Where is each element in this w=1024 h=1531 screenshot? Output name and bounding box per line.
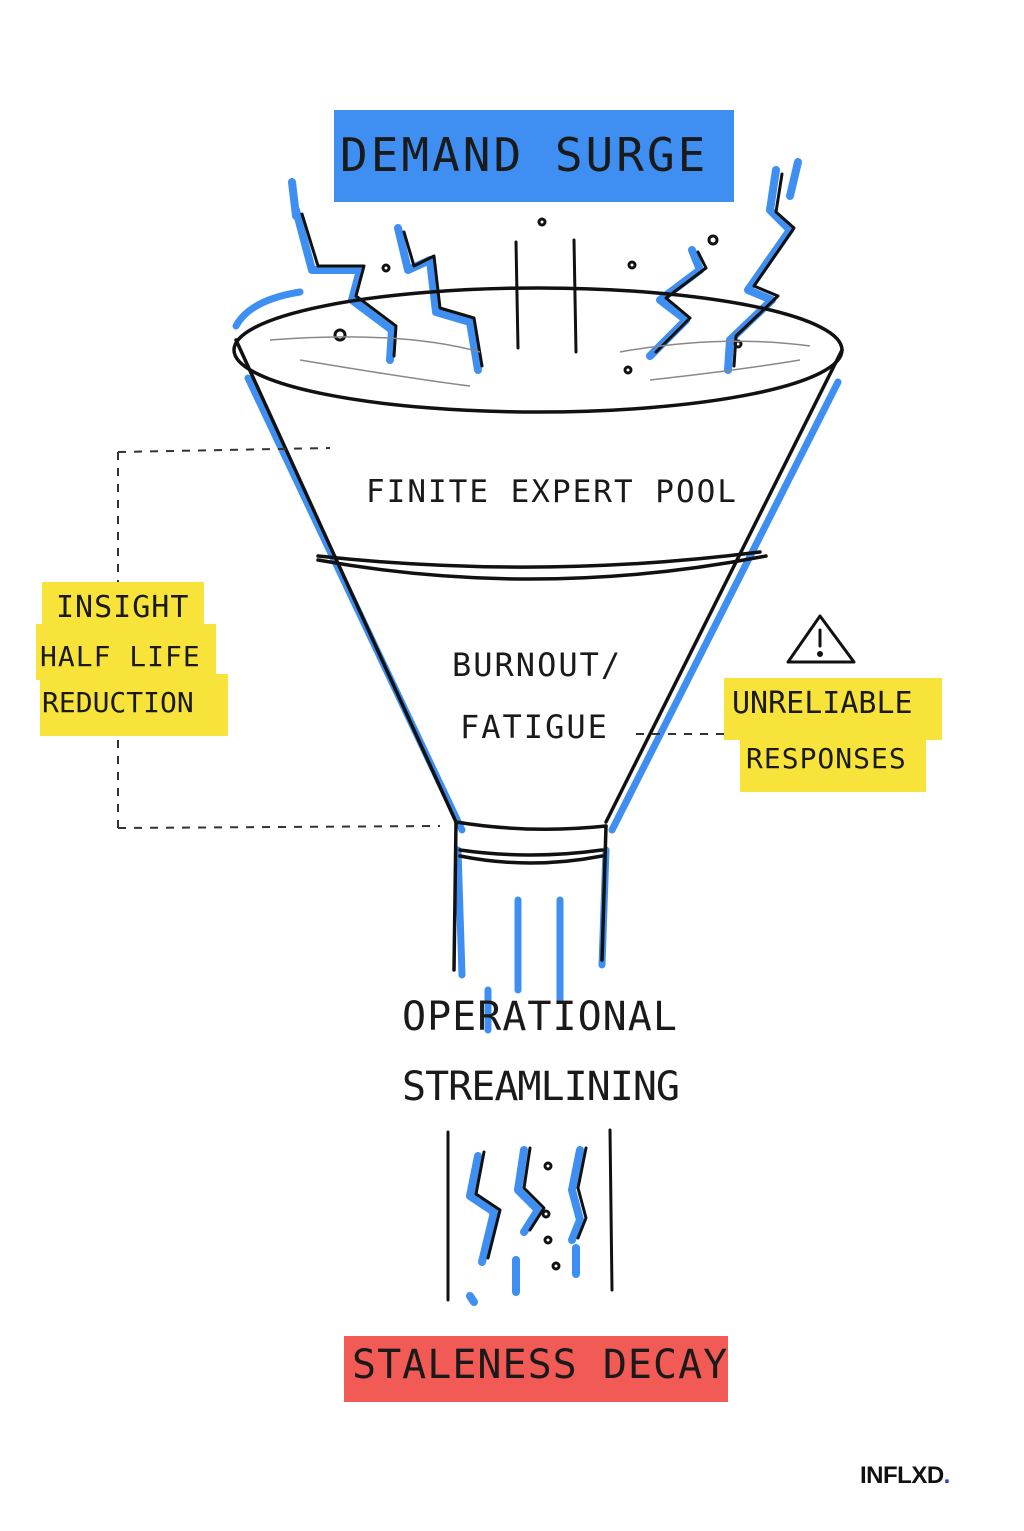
insight-note-line3: Reduction	[42, 686, 194, 719]
unreliable-note-line2: Responses	[746, 742, 907, 775]
demand-surge-highlight	[334, 110, 734, 202]
unreliable-note-highlight-2	[740, 734, 926, 792]
operational-label-line2: Streamlining	[402, 1064, 680, 1110]
brand-logo: INFLXD.	[860, 1462, 950, 1490]
insight-note-line2: Half Life	[40, 640, 201, 673]
unreliable-note-highlight-1	[724, 678, 942, 740]
staleness-decay-label: Staleness Decay	[352, 1342, 729, 1388]
insight-note-line1: Insight	[56, 590, 190, 625]
finite-expert-pool-label: Finite Expert Pool	[366, 474, 738, 510]
unreliable-note-line1: Unreliable	[732, 686, 913, 721]
insight-note-highlight-2	[36, 624, 216, 680]
staleness-decay-highlight	[344, 1336, 728, 1402]
brand-name: INFLXD	[860, 1462, 944, 1489]
operational-label-line1: Operational	[402, 994, 678, 1040]
brand-dot: .	[943, 1462, 951, 1489]
burnout-label-line2: Fatigue	[460, 708, 609, 746]
burnout-label-line1: Burnout/	[452, 646, 623, 684]
insight-note-highlight-3	[40, 674, 228, 736]
demand-surge-label: Demand Surge	[340, 128, 709, 182]
warning-triangle-icon	[786, 614, 856, 664]
